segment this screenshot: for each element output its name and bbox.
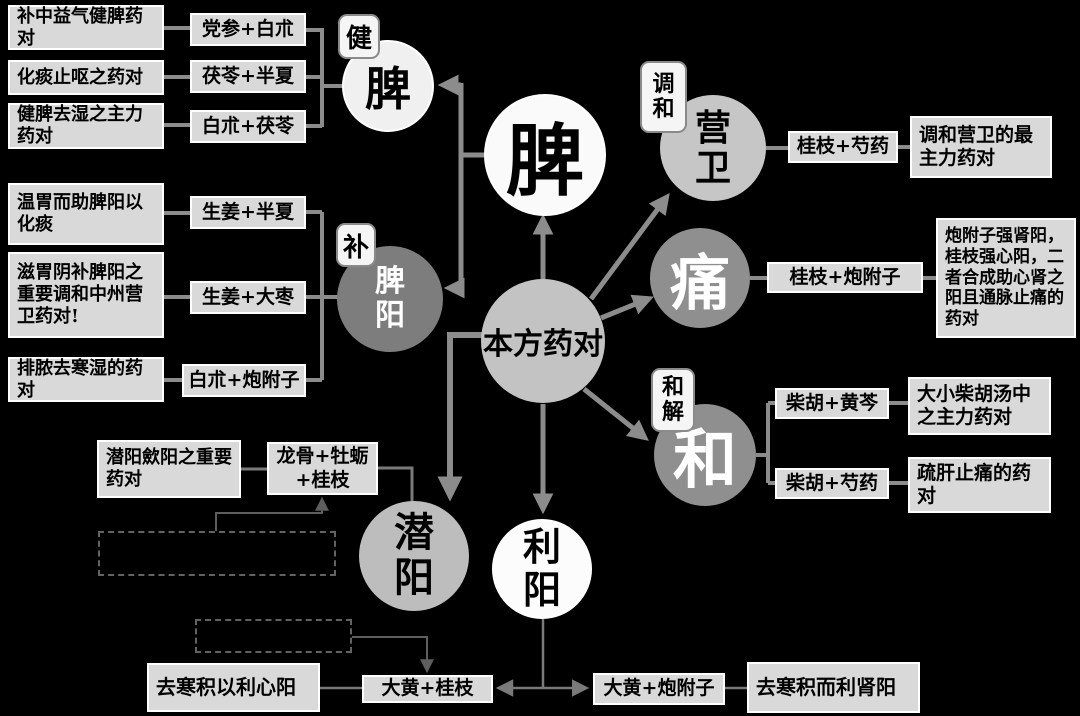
branch-circle-liyang: 利阳 — [492, 519, 592, 619]
pair-box-chaihu-shaoyao: 柴胡+芍药 — [775, 468, 889, 499]
branch-tag-tiaohe-label: 调和 — [652, 71, 675, 122]
branch-circle-liyang-label: 利阳 — [522, 524, 561, 612]
branch-circle-qianyang-label: 潜阳 — [394, 509, 434, 601]
desc-box-painong: 排脓去寒湿的药对 — [8, 357, 164, 402]
desc-box-quhanjixinyang: 去寒积以利心阳 — [147, 663, 320, 712]
branch-tag-bu: 补 — [336, 223, 376, 267]
empty-dashed-box-2 — [195, 619, 352, 653]
branch-tag-jian-label: 健 — [345, 24, 372, 54]
desc-box-qianyangliangyang: 潜阳歛阳之重要药对 — [97, 440, 241, 498]
center-circle-benfangyaodui: 本方药对 — [481, 279, 605, 403]
pair-box-fuling-banxia: 茯苓+半夏 — [190, 60, 306, 93]
desc-box-shugan: 疏肝止痛的药对 — [908, 457, 1051, 513]
branch-circle-tong-label: 痛 — [670, 248, 730, 319]
desc-box-huatanzhiou: 化痰止呕之药对 — [8, 60, 164, 95]
branch-circle-jianpi-label: 脾 — [365, 62, 411, 116]
branch-tag-hejie-label: 和解 — [661, 374, 684, 425]
center-circle-label: 本方药对 — [483, 327, 603, 362]
branch-circle-yingwei: 营卫 — [660, 95, 766, 201]
branch-circle-piyang-label: 脾阳 — [374, 264, 405, 333]
branch-tag-jian: 健 — [338, 14, 380, 59]
pair-box-shengjiang-dazao: 生姜+大枣 — [190, 281, 306, 314]
desc-box-quhanjishenyang: 去寒积而利肾阳 — [747, 662, 920, 713]
branch-circle-tong: 痛 — [650, 228, 750, 328]
branch-circle-he-label: 和 — [673, 423, 737, 498]
branch-circle-yingwei-label: 营卫 — [694, 106, 731, 189]
desc-box-tiaoheyingwei: 调和营卫的最主力药对 — [910, 116, 1052, 178]
branch-tag-tiaohe: 调和 — [640, 61, 687, 133]
branch-tag-hejie: 和解 — [651, 368, 695, 432]
branch-tag-bu-label: 补 — [342, 232, 369, 263]
pair-box-dahuang-paofuzi: 大黄+炮附子 — [593, 673, 725, 705]
pair-box-baizhu-paofuzi: 白朮+炮附子 — [182, 364, 306, 397]
desc-box-paofuzi-qiang: 炮附子强肾阳，桂枝强心阳，二者合成助心肾之阳且通脉止痛的药对 — [936, 218, 1076, 338]
branch-circle-qianyang: 潜阳 — [359, 501, 469, 611]
pair-box-dangshen-baizhu: 党参+白朮 — [190, 13, 306, 46]
desc-box-jianpiqushi: 健脾去湿之主力药对 — [8, 103, 164, 149]
pair-box-guizhi-shaoyao: 桂枝+芍药 — [788, 131, 898, 163]
main-circle-pi: 脾 — [484, 94, 606, 216]
desc-box-ziweiyin: 滋胃阴补脾阳之重要调和中州营卫药对! — [8, 252, 164, 338]
pair-box-baizhu-fuling: 白朮+茯苓 — [190, 110, 306, 143]
desc-box-daxiaochaihu: 大小柴胡汤中之主力药对 — [908, 377, 1051, 435]
desc-box-buzhongyiqi: 补中益气健脾药对 — [8, 5, 164, 50]
pair-box-dahuang-guizhi: 大黄+桂枝 — [362, 675, 493, 703]
pair-box-longgu-muli-guizhi: 龙骨+牡蛎+桂枝 — [267, 442, 378, 495]
branch-circle-he: 和 — [654, 404, 756, 506]
main-circle-pi-label: 脾 — [505, 116, 584, 207]
desc-box-wenwei: 温胃而助脾阳以化痰 — [8, 183, 164, 245]
pair-box-shengjiang-banxia: 生姜+半夏 — [190, 196, 306, 229]
empty-dashed-box-1 — [98, 531, 336, 576]
pair-box-guizhi-paofuzi: 桂枝+炮附子 — [767, 262, 923, 293]
pair-box-chaihu-huangqin: 柴胡+黄芩 — [775, 388, 889, 419]
